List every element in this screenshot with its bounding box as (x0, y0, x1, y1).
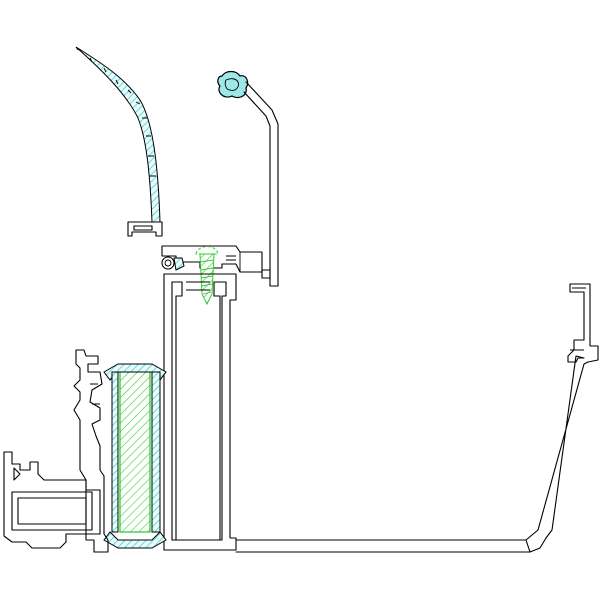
gutter-profile (235, 283, 599, 553)
curved-cover-profile (75, 46, 163, 237)
glazing-gaskets (103, 363, 167, 549)
fixing-screw (195, 246, 219, 306)
frame-profile (73, 349, 109, 553)
mullion-head-gasket (161, 256, 185, 271)
top-bead-seal (217, 70, 249, 99)
cover-arm-profile (161, 81, 279, 287)
sill-base-profile (3, 451, 101, 549)
glazing-unit (119, 367, 151, 533)
mullion-profile (163, 273, 237, 551)
